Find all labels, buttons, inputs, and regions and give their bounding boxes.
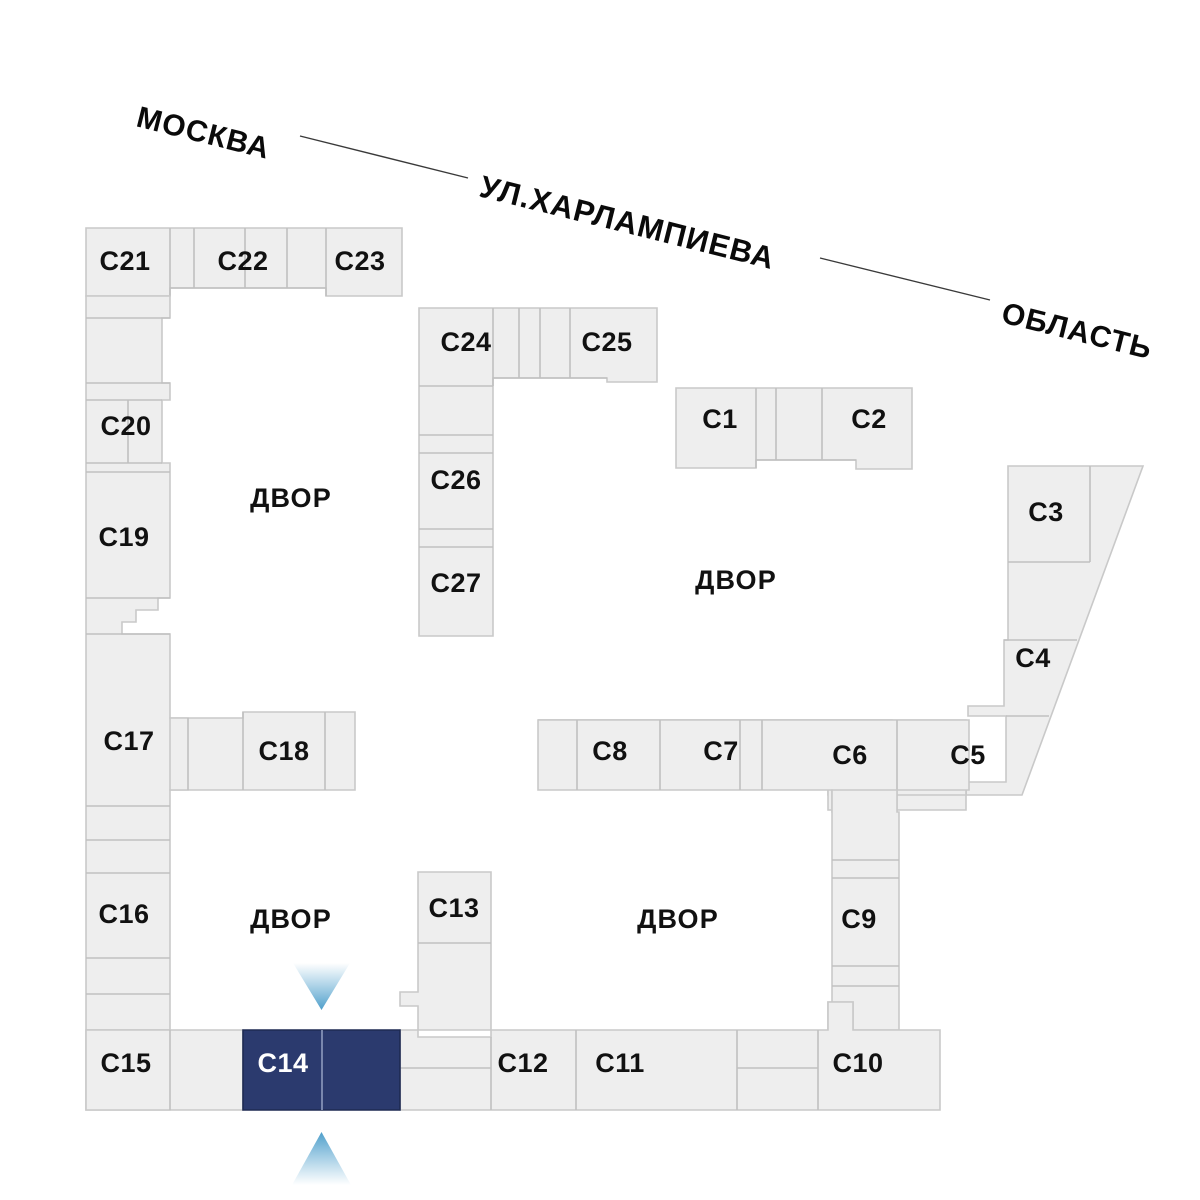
leader-line-left: [299, 135, 469, 179]
block-mid-east-row: [537, 719, 970, 813]
dividers-c3-c5: [1004, 466, 1091, 717]
building-label-c1: C1: [702, 404, 738, 434]
dividers-mid-east-row: [576, 720, 898, 790]
direction-label-oblast: ОБЛАСТЬ: [998, 297, 1155, 366]
block-c18-spur: [169, 711, 356, 791]
leader-line-right: [819, 257, 991, 301]
building-label-c10: C10: [832, 1048, 883, 1078]
building-label-c7: C7: [703, 736, 739, 766]
block-bottom-row: [85, 1001, 941, 1111]
building-label-c26: C26: [430, 465, 481, 495]
yard-label-southwest: ДВОР: [250, 904, 332, 934]
building-label-c3: C3: [1028, 497, 1064, 527]
dividers-c21-c23: [169, 228, 327, 296]
yard-label-northeast: ДВОР: [695, 565, 777, 595]
block-central: [418, 307, 658, 637]
building-labels: C1 C2 C3 C4 C5 C6 C7 C8 C9 C10 C11 C12 C…: [98, 246, 1063, 1078]
building-label-c11: C11: [595, 1048, 645, 1078]
building-label-c23: C23: [334, 246, 385, 276]
yard-label-southeast: ДВОР: [637, 904, 719, 934]
building-label-c17: C17: [103, 726, 154, 756]
block-c1-c2: [675, 387, 913, 470]
dividers-c1-c2: [755, 388, 856, 468]
block-c13: [399, 871, 492, 1031]
dividers-c9: [832, 859, 899, 987]
building-label-c5: C5: [950, 740, 986, 770]
building-label-c20: C20: [100, 411, 151, 441]
yard-labels: ДВОР ДВОР ДВОР ДВОР: [250, 483, 777, 934]
building-outline-bottom-row-right[interactable]: [399, 1001, 941, 1111]
building-label-c18: C18: [258, 736, 309, 766]
direction-label-moscow: МОСКВА: [133, 101, 273, 166]
entrance-arrow-bottom-icon[interactable]: [292, 1132, 351, 1185]
street-name-label: УЛ.ХАРЛАМПИЕВА: [476, 169, 778, 276]
yard-label-northwest: ДВОР: [250, 483, 332, 513]
building-label-c15: C15: [100, 1048, 151, 1078]
building-label-c25: C25: [581, 327, 632, 357]
dividers-west-wing: [86, 317, 170, 1031]
building-label-c12: C12: [497, 1048, 548, 1078]
dividers-c24-c27: [419, 308, 607, 548]
building-label-c21: C21: [99, 246, 150, 276]
building-outline-c13[interactable]: [399, 871, 492, 1031]
building-label-c8: C8: [592, 736, 628, 766]
building-label-c2: C2: [851, 404, 887, 434]
dividers-bottom-row: [169, 1030, 819, 1110]
entrance-arrow-top-icon[interactable]: [293, 963, 350, 1010]
dividers-c18: [187, 712, 326, 790]
building-label-c13: C13: [428, 893, 479, 923]
building-label-c16: C16: [98, 899, 149, 929]
entrance-markers: [292, 963, 351, 1185]
building-label-c6: C6: [832, 740, 868, 770]
block-east-angled: [965, 465, 1145, 796]
building-label-c4: C4: [1015, 643, 1051, 673]
building-label-c24: C24: [440, 327, 491, 357]
building-label-c14: C14: [257, 1048, 308, 1078]
building-label-c22: C22: [217, 246, 268, 276]
block-west-wing: [85, 295, 189, 1111]
building-label-c27: C27: [430, 568, 481, 598]
building-label-c9: C9: [841, 904, 877, 934]
building-label-c19: C19: [98, 522, 149, 552]
